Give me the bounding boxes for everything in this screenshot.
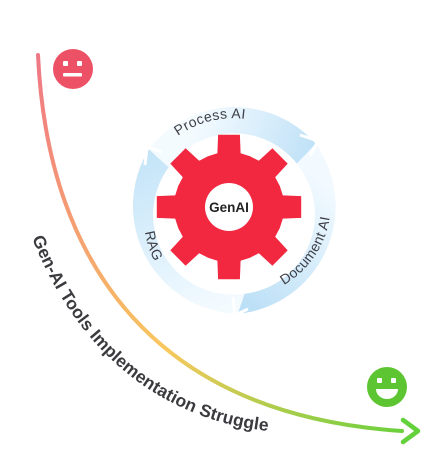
ring-segment-rag (132, 149, 245, 314)
ring-segment-process-ai (148, 107, 316, 168)
ring-arrow-notch-1 (299, 133, 320, 157)
ring (132, 107, 336, 317)
gear-center-label: GenAI (209, 200, 249, 215)
smiling-face-icon (367, 367, 407, 407)
ring-label-rag: RAG (142, 229, 166, 263)
neutral-face-icon (53, 49, 93, 89)
curve-arrowhead (400, 417, 421, 445)
ring-arrow-notch-2 (231, 296, 249, 317)
struggle-curve (36, 53, 404, 433)
ring-arrow-notch-3 (143, 145, 163, 166)
ring-segment-document-ai (237, 143, 336, 314)
gear-center-disc (205, 183, 253, 231)
ring-label-rag-text: RAG (142, 229, 167, 263)
